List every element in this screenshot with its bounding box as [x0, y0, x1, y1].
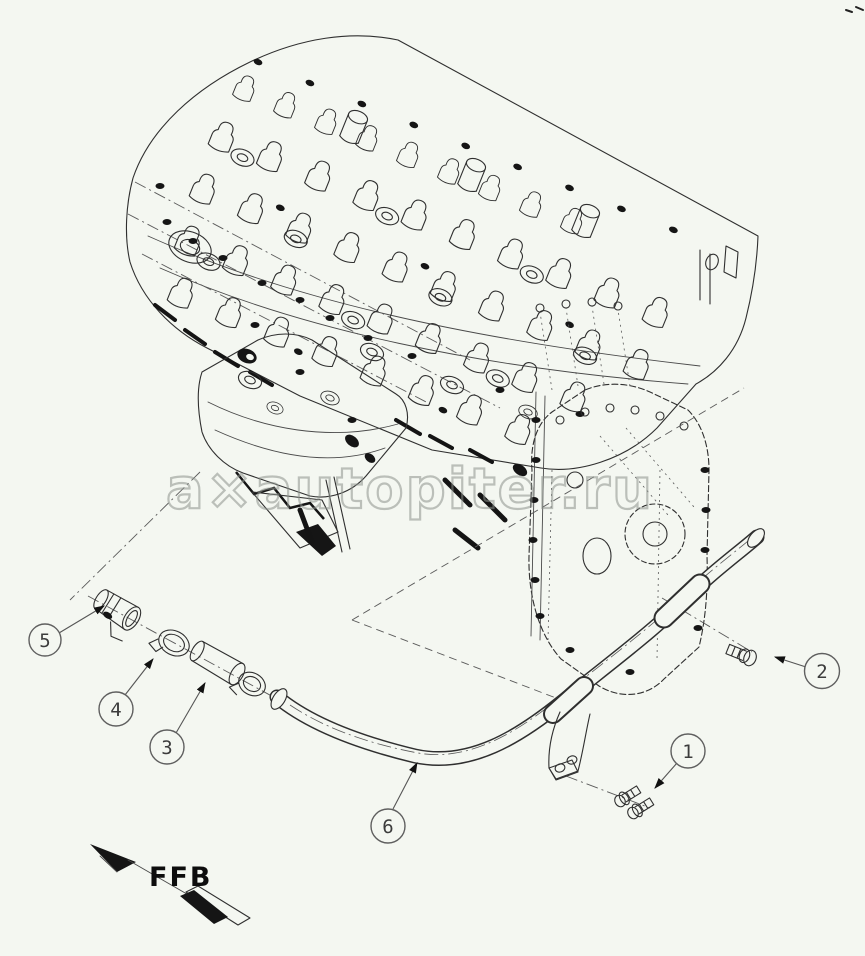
rocker-housing-drawing: [197, 333, 528, 556]
callout-2-label: 2: [816, 661, 827, 683]
callout-leaders: [58, 605, 807, 810]
part-1-bolts: [614, 785, 655, 820]
corner-mark: [845, 6, 864, 13]
callout-3-label: 3: [161, 737, 172, 759]
direction-arrow-icon: [90, 844, 251, 926]
callout-4[interactable]: 4: [98, 691, 134, 727]
callout-6-label: 6: [382, 816, 393, 838]
part-4-clamp: [148, 629, 190, 657]
callout-2[interactable]: 2: [803, 652, 841, 690]
callout-5[interactable]: 5: [28, 623, 62, 657]
direction-arrow-label: FFB: [149, 862, 212, 893]
part-2-bolt: [725, 643, 757, 667]
part-3-hose: [189, 640, 266, 697]
callout-1-label: 1: [682, 741, 693, 763]
callout-4-label: 4: [110, 699, 121, 721]
callout-6[interactable]: 6: [370, 808, 406, 844]
cylinder-head-drawing: [125, 35, 759, 470]
callout-3[interactable]: 3: [149, 729, 185, 765]
mounting-bracket: [543, 676, 594, 781]
vent-pipe-drawing: [269, 528, 765, 781]
callout-5-label: 5: [39, 630, 50, 652]
watermark-text: a×autopiter.ru: [166, 457, 654, 522]
gear-housing-drawing: [528, 297, 711, 695]
part-5-fitting: [93, 589, 142, 642]
callout-1[interactable]: 1: [670, 733, 706, 769]
